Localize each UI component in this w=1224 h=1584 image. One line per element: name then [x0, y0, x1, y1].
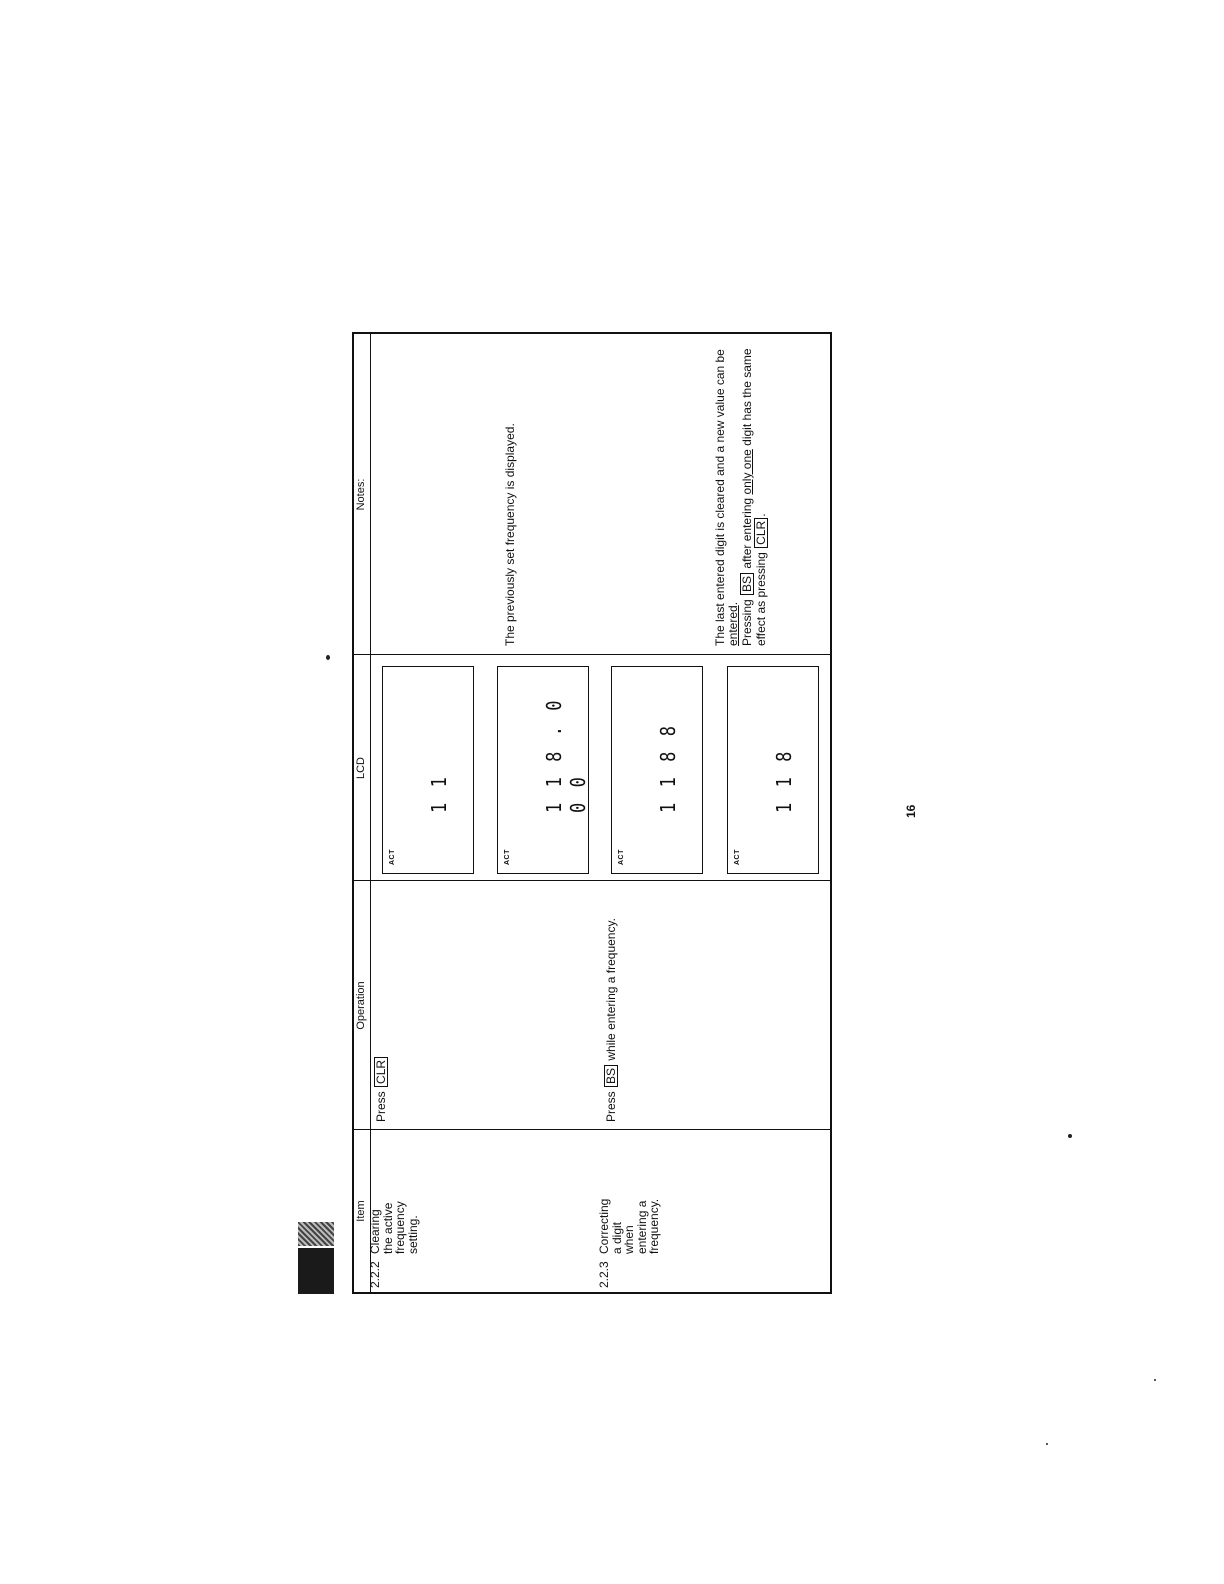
clr-key: CLR: [374, 1056, 388, 1087]
note-line: Pressing: [740, 599, 754, 646]
page-number: 16: [904, 804, 918, 818]
note-line: The last entered digit is cleared and a …: [713, 349, 727, 646]
operation-suffix: while entering a frequency.: [604, 918, 618, 1061]
item-title: Correcting a digit when entering a frequ…: [597, 1198, 661, 1254]
item-number: 2.2.3: [597, 1261, 611, 1288]
scan-artifact-dot: [1046, 1443, 1048, 1445]
lcd-value: 1 1 8: [772, 749, 796, 813]
scan-artifact-dot: [1068, 1134, 1072, 1138]
scan-artifact-dot: [1154, 1379, 1156, 1381]
note-text: The previously set frequency is displaye…: [503, 423, 517, 646]
note-entered: entered: [726, 605, 740, 646]
operation-text: Press BS while entering a frequency.: [604, 892, 618, 1122]
lcd-display: ACT 1 1 8 8: [611, 666, 703, 874]
lcd-value: 1 1 8 . 0 0 0: [542, 697, 590, 813]
item-title: Clearing the active frequency setting.: [368, 1201, 420, 1254]
lcd-value: 1 1 8 8: [656, 723, 680, 813]
column-divider: [354, 1129, 830, 1130]
lcd-act-label: ACT: [389, 849, 396, 865]
note-end: .: [754, 513, 768, 517]
column-divider: [354, 880, 830, 881]
header-item: Item: [355, 1200, 367, 1222]
note-only-one: only one: [740, 449, 754, 495]
lcd-display: ACT 1 1 8: [727, 666, 819, 874]
lcd-act-label: ACT: [504, 849, 511, 865]
table-header: Item Operation LCD Notes:: [354, 334, 371, 1292]
bs-key: BS: [740, 572, 754, 595]
lcd-act-label: ACT: [618, 849, 625, 865]
bs-key: BS: [604, 1064, 618, 1087]
lcd-display: ACT 1 1 8 . 0 0 0: [497, 666, 590, 874]
header-notes: Notes:: [355, 478, 367, 511]
operation-prefix: Press: [374, 1091, 388, 1122]
item-number: 2.2.2: [368, 1261, 382, 1288]
rotated-page: Item Operation LCD Notes: 2.2.2 Clearing…: [285, 310, 925, 1310]
note-text: The last entered digit is cleared and a …: [713, 348, 768, 646]
procedure-table: Item Operation LCD Notes: 2.2.2 Clearing…: [352, 332, 832, 1294]
lcd-act-label: ACT: [734, 849, 741, 865]
scan-artifact-block: [298, 1222, 334, 1294]
operation-prefix: Press: [604, 1091, 618, 1122]
note-line: after entering: [740, 497, 754, 569]
scan-artifact-dot: [326, 655, 330, 660]
header-lcd: LCD: [355, 757, 367, 780]
clr-key: CLR: [754, 517, 768, 548]
operation-text: Press CLR: [374, 1056, 388, 1122]
header-operation: Operation: [355, 981, 367, 1030]
lcd-value: 1 1: [427, 774, 451, 813]
lcd-display: ACT 1 1: [382, 666, 474, 874]
column-divider: [354, 654, 830, 655]
